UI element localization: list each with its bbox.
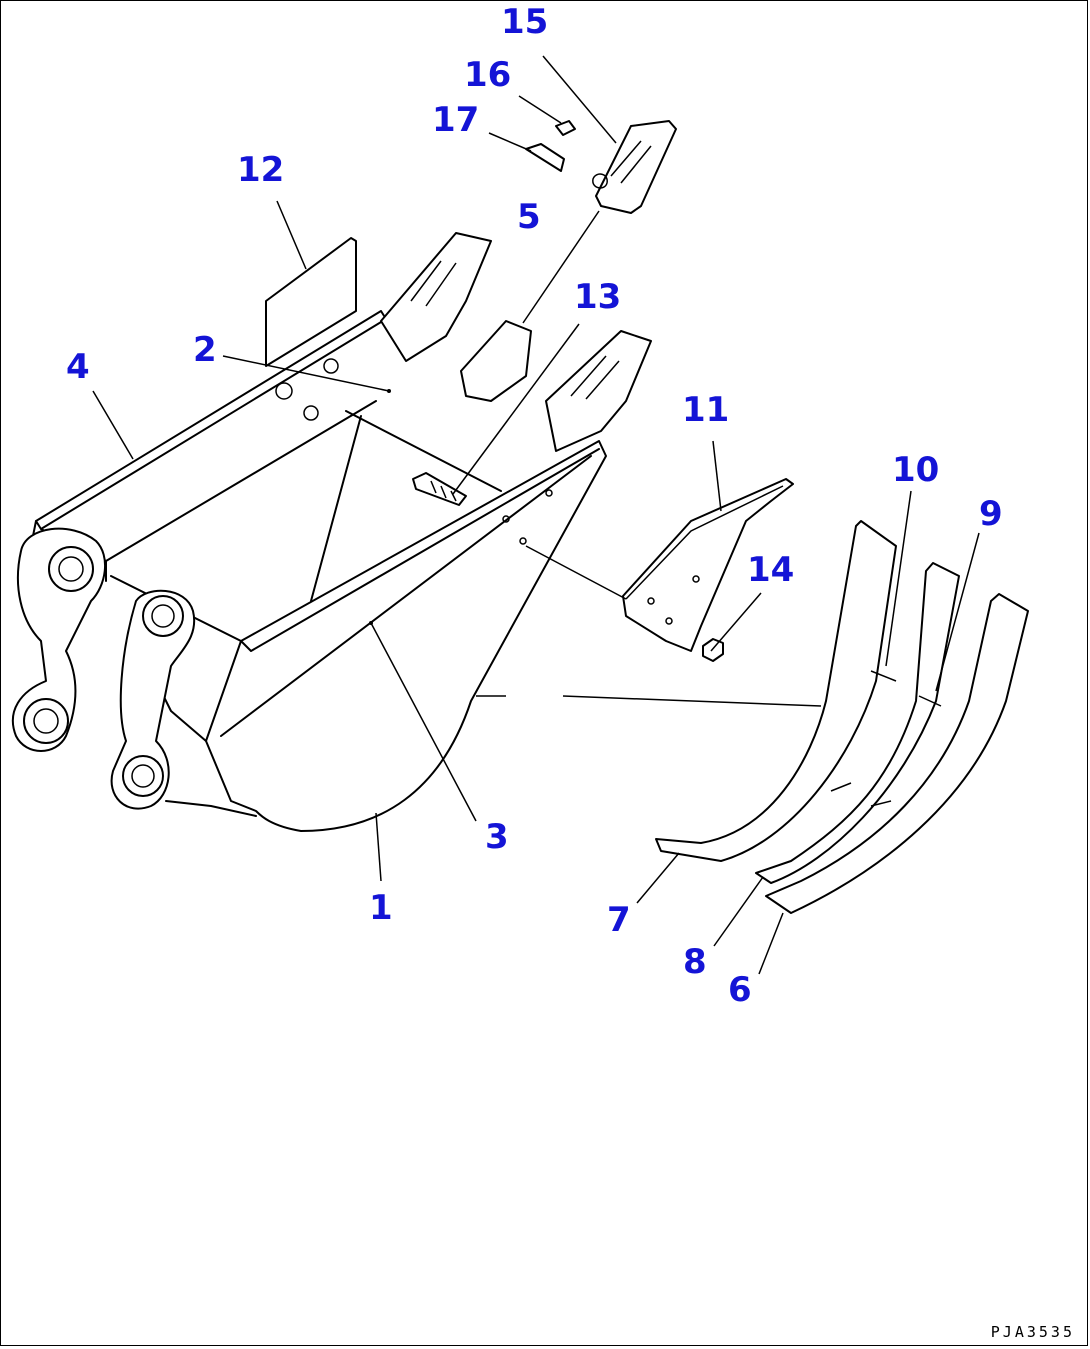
- pin-16: [555, 120, 576, 136]
- callout-17: 17: [432, 100, 479, 140]
- callout-5: 5: [517, 197, 541, 237]
- callout-14: 14: [747, 550, 794, 590]
- callout-11: 11: [682, 390, 729, 430]
- callout-1: 1: [369, 888, 393, 928]
- callout-13: 13: [574, 277, 621, 317]
- callout-6: 6: [728, 970, 752, 1010]
- side-cutter-11: [622, 478, 794, 652]
- bucket-teeth: [380, 232, 652, 452]
- callout-10: 10: [892, 450, 939, 490]
- callouts: 15 16 17 12 5 13 2 4 11 10 9 14 3 1 7 8 …: [66, 2, 1003, 1010]
- drawing-code: PJA3535: [990, 1323, 1075, 1341]
- callout-8: 8: [683, 942, 707, 982]
- side-plate-12: [265, 237, 357, 367]
- tooth-point-15: [592, 120, 677, 214]
- callout-3: 3: [485, 817, 509, 857]
- nut-14: [702, 638, 724, 662]
- mounting-brackets: [11, 527, 196, 810]
- callout-15: 15: [501, 2, 548, 42]
- callout-2: 2: [193, 330, 217, 370]
- callout-16: 16: [464, 55, 511, 95]
- callout-9: 9: [979, 494, 1003, 534]
- callout-12: 12: [237, 150, 284, 190]
- callout-7: 7: [607, 900, 631, 940]
- callout-4: 4: [66, 347, 90, 387]
- wear-plates: [655, 520, 1029, 914]
- bucket-body: [30, 310, 607, 832]
- bolt-13: [412, 472, 467, 506]
- lock-17: [525, 143, 565, 172]
- leader-lines: [92, 55, 980, 975]
